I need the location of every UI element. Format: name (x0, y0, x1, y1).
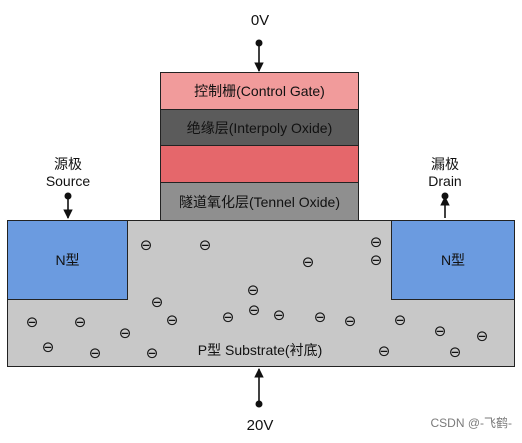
electron: ⊖ (41, 339, 55, 356)
gate-voltage-label: 0V (250, 12, 270, 29)
floating-gate-layer (160, 145, 359, 183)
control-gate-label: 控制栅(Control Gate) (194, 83, 325, 99)
n-region-drain: N型 (391, 220, 515, 300)
electron: ⊖ (433, 323, 447, 340)
electron: ⊖ (377, 343, 391, 360)
electron: ⊖ (369, 234, 383, 251)
gate-terminal-dot (255, 39, 263, 47)
electron: ⊖ (150, 294, 164, 311)
substrate-voltage-label: 20V (246, 417, 274, 434)
source-label-en: Source (45, 173, 91, 189)
electron: ⊖ (475, 328, 489, 345)
electron: ⊖ (246, 282, 260, 299)
source-terminal-dot (64, 192, 72, 200)
electron: ⊖ (343, 313, 357, 330)
electron: ⊖ (118, 325, 132, 342)
electron: ⊖ (272, 307, 286, 324)
drain-label-cn: 漏极 (431, 156, 459, 172)
electron: ⊖ (88, 345, 102, 362)
electron: ⊖ (198, 237, 212, 254)
drain-label-en: Drain (428, 173, 462, 189)
watermark: CSDN @-飞鹤- (430, 416, 512, 430)
substrate-terminal-dot (255, 400, 263, 408)
electron: ⊖ (165, 312, 179, 329)
electron: ⊖ (448, 344, 462, 361)
electron: ⊖ (313, 309, 327, 326)
substrate-label: P型 Substrate(衬底) (197, 342, 323, 358)
electron: ⊖ (393, 312, 407, 329)
tunnel-oxide-label: 隧道氧化层(Tennel Oxide) (178, 193, 341, 210)
electron: ⊖ (25, 314, 39, 331)
electron: ⊖ (301, 254, 315, 271)
source-label-cn: 源极 (54, 156, 82, 172)
electron: ⊖ (145, 345, 159, 362)
electron: ⊖ (139, 237, 153, 254)
electron: ⊖ (73, 314, 87, 331)
n-region-source-label: N型 (55, 252, 80, 268)
electron: ⊖ (221, 309, 235, 326)
electron: ⊖ (247, 302, 261, 319)
interpoly-oxide-label: 绝缘层(Interpoly Oxide) (186, 119, 333, 136)
n-region-drain-label: N型 (440, 252, 466, 268)
n-region-source: N型 (7, 220, 128, 300)
electron: ⊖ (369, 252, 383, 269)
tunnel-oxide-layer: 隧道氧化层(Tennel Oxide) (160, 182, 359, 221)
